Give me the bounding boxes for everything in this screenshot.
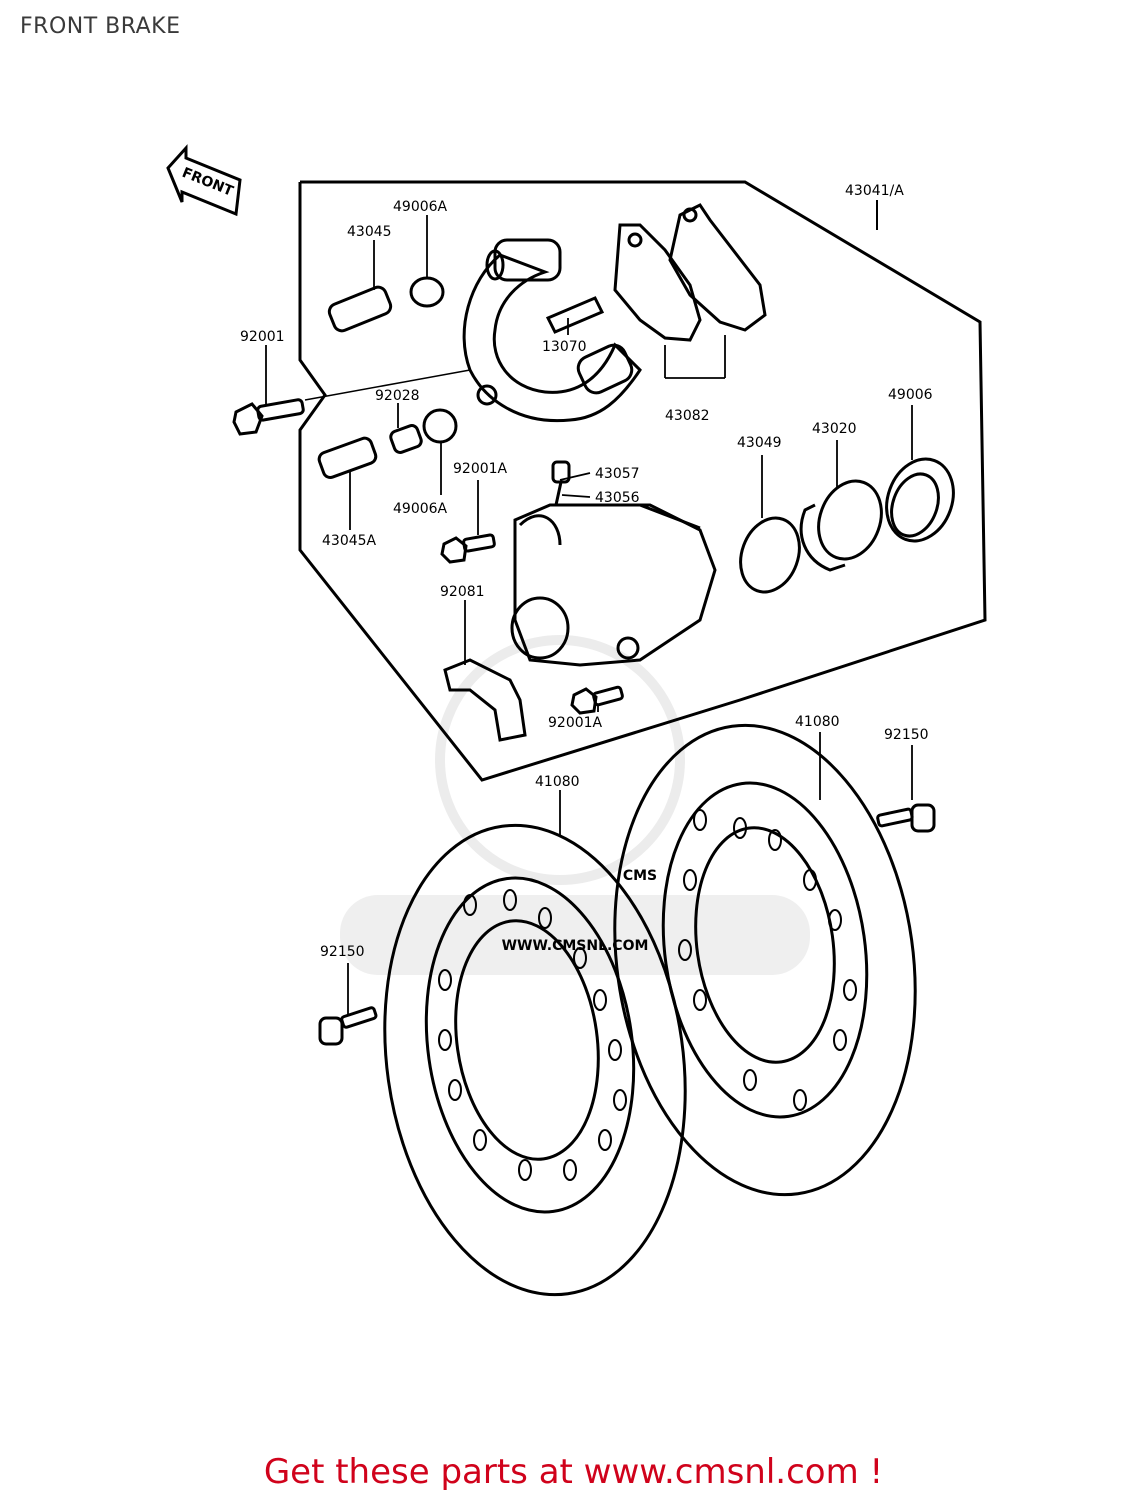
caliper-body — [510, 503, 717, 667]
seal — [739, 516, 801, 594]
cms-watermark: CMS WWW.CMSNL.COM — [340, 635, 810, 975]
piston — [799, 479, 883, 572]
label-92150-left: 92150 — [320, 944, 365, 960]
bleeder-valve — [551, 460, 571, 506]
label-92001a-bottom: 92001A — [548, 715, 603, 731]
brake-disc-left — [383, 823, 687, 1297]
footer-cta[interactable]: Get these parts at www.cmsnl.com ! — [263, 1452, 884, 1492]
label-43041: 43041/A — [845, 183, 904, 199]
lower-pin-set — [317, 408, 458, 479]
label-92001a-mid: 92001A — [453, 461, 508, 477]
front-arrow-icon: FRONT — [166, 144, 242, 217]
page-title: FRONT BRAKE — [20, 14, 181, 39]
bolt-mid — [440, 533, 496, 564]
brake-disc-right — [613, 723, 917, 1197]
label-92001: 92001 — [240, 329, 285, 345]
screw-left — [318, 1006, 378, 1046]
brake-pads — [613, 203, 767, 342]
label-41080-right: 41080 — [795, 714, 840, 730]
pin-43045 — [327, 285, 393, 333]
screw-right — [876, 803, 936, 833]
bolt-bottom — [570, 685, 624, 715]
label-43056: 43056 — [595, 490, 640, 506]
label-13070: 13070 — [542, 339, 587, 355]
label-49006a-lower: 49006A — [393, 501, 448, 517]
label-92150-right: 92150 — [884, 727, 929, 743]
label-49006: 49006 — [888, 387, 933, 403]
dust-seal — [885, 457, 955, 543]
label-43045: 43045 — [347, 224, 392, 240]
caliper-assembly-outline — [298, 180, 987, 782]
label-43020: 43020 — [812, 421, 857, 437]
disc-holes — [438, 809, 857, 1181]
label-43049: 43049 — [737, 435, 782, 451]
leader-lines — [265, 215, 913, 1015]
bolt-92001 — [232, 398, 305, 436]
pad-clip — [443, 658, 527, 742]
boot-top — [409, 276, 445, 308]
part-labels: 43041/A 49006A 43045 92001 13070 43082 9… — [240, 183, 933, 960]
label-43082: 43082 — [665, 408, 710, 424]
watermark-url: WWW.CMSNL.COM — [502, 938, 649, 954]
label-43057: 43057 — [595, 466, 640, 482]
watermark-brand: CMS — [623, 868, 657, 884]
label-49006a-top: 49006A — [393, 199, 448, 215]
caliper-bracket — [462, 238, 642, 423]
label-92081: 92081 — [440, 584, 485, 600]
label-92028: 92028 — [375, 388, 420, 404]
label-43045a: 43045A — [322, 533, 377, 549]
label-41080-left: 41080 — [535, 774, 580, 790]
